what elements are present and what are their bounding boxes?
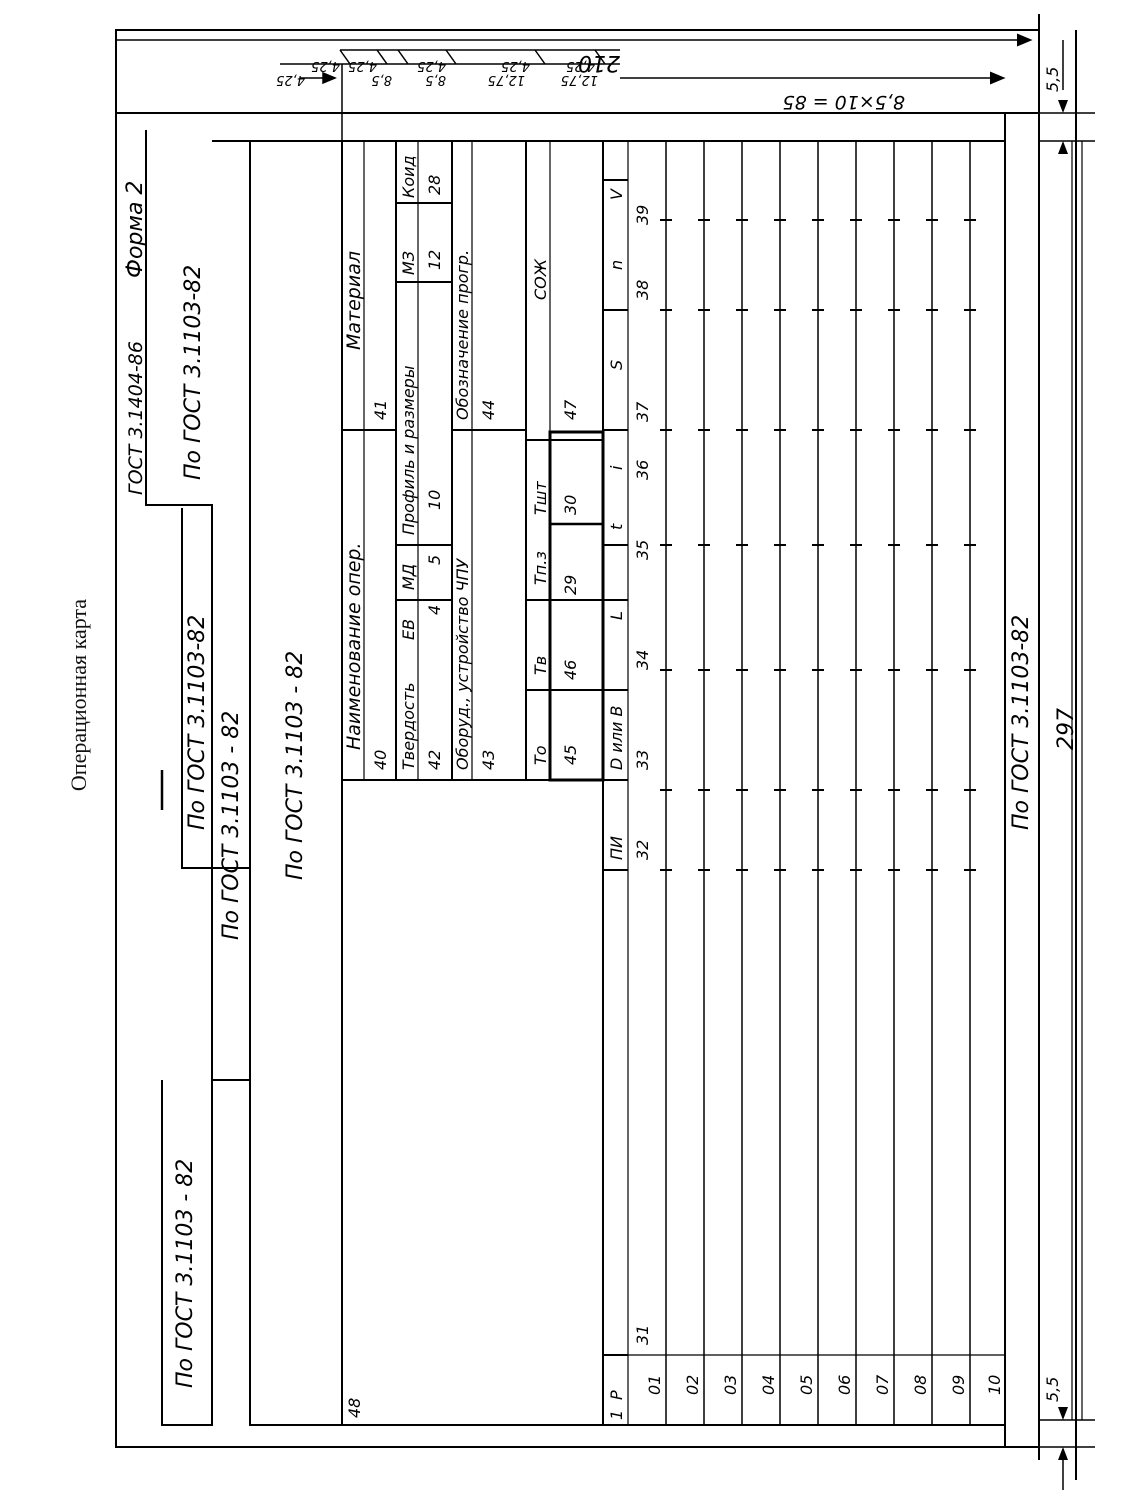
column-width-band bbox=[280, 49, 620, 1420]
table-header-t: t bbox=[607, 523, 626, 530]
label-profile: Профиль и размеры bbox=[399, 366, 418, 535]
col-width-6: 4,25 bbox=[276, 72, 305, 87]
label-tpz: Тп.з bbox=[531, 551, 550, 585]
code-40: 40 bbox=[371, 750, 390, 770]
label-koid: Коид bbox=[399, 155, 418, 198]
col-width-2: 4,25 bbox=[348, 58, 377, 73]
code-45: 45 bbox=[561, 745, 580, 765]
label-op-name: Наименование опер. bbox=[343, 542, 365, 750]
code-42: 42 bbox=[425, 750, 444, 770]
row-number-07: 07 bbox=[873, 1374, 892, 1395]
label-md: МД bbox=[399, 564, 418, 590]
code-5: 5 bbox=[425, 555, 444, 565]
code-47: 47 bbox=[561, 399, 580, 420]
table-header-37: 37 bbox=[633, 401, 652, 422]
col-sub-2: 8,5 bbox=[425, 72, 446, 87]
table-header-33: 33 bbox=[633, 750, 652, 770]
table-header-n: n bbox=[607, 260, 626, 270]
row-number-03: 03 bbox=[721, 1375, 740, 1395]
code-10: 10 bbox=[425, 490, 444, 510]
col-sub-4: 12,75 bbox=[561, 72, 598, 87]
col-width-5: 4,25 bbox=[566, 58, 595, 73]
row-number-02: 02 bbox=[683, 1375, 702, 1395]
label-program: Обозначение прогр. bbox=[453, 250, 472, 420]
label-to: То bbox=[531, 745, 550, 765]
form-label: Форма 2 bbox=[123, 181, 148, 278]
table-header-31: 31 bbox=[633, 1325, 652, 1345]
ref-gost-tab-3: По ГОСТ 3.1103-82 bbox=[185, 615, 210, 830]
row-number-06: 06 bbox=[835, 1375, 854, 1395]
row-number-10: 10 bbox=[985, 1375, 1004, 1395]
table-header-38: 38 bbox=[633, 280, 652, 300]
label-sozh: СОЖ bbox=[531, 258, 550, 300]
standard-code: ГОСТ 3.1404-86 bbox=[125, 341, 147, 495]
code-30: 30 bbox=[561, 495, 580, 515]
ref-gost-main: По ГОСТ 3.1103 - 82 bbox=[283, 651, 308, 880]
table-header-d: D или В bbox=[607, 706, 626, 771]
ref-gost-tab-4: По ГОСТ 3.1103 - 82 bbox=[219, 711, 244, 940]
code-46: 46 bbox=[561, 660, 580, 680]
table-header-34: 34 bbox=[633, 650, 652, 670]
dim-margin-top: 5,5 bbox=[1043, 67, 1062, 92]
code-29: 29 bbox=[561, 575, 580, 595]
col-sub-1: 8,5 bbox=[371, 72, 392, 87]
label-hardness: Твердость bbox=[399, 682, 418, 770]
code-43: 43 bbox=[479, 750, 498, 770]
label-tv: Тв bbox=[531, 656, 550, 675]
row-number-08: 08 bbox=[911, 1375, 930, 1395]
dim-margin-bottom: 5,5 bbox=[1043, 1377, 1062, 1402]
row-number-09: 09 bbox=[949, 1375, 968, 1395]
code-41: 41 bbox=[371, 400, 390, 420]
main-grid bbox=[249, 140, 1006, 1426]
table-header-v: V bbox=[607, 188, 626, 200]
row-lines bbox=[665, 141, 971, 1425]
row-number-05: 05 bbox=[797, 1375, 816, 1395]
dim-height: 297 bbox=[1054, 708, 1079, 750]
table-header-i: i bbox=[607, 465, 626, 470]
col-sub-3: 12,75 bbox=[488, 72, 525, 87]
table-header-32: 32 bbox=[633, 840, 652, 860]
table-header-num: 1 bbox=[607, 1410, 626, 1420]
table-header-l: L bbox=[607, 611, 626, 620]
ref-gost-tab-2: По ГОСТ 3.1103 - 82 bbox=[173, 1159, 198, 1388]
row-ticks bbox=[660, 219, 976, 871]
label-tsht: Тшт bbox=[531, 481, 550, 515]
row-number-04: 04 bbox=[759, 1375, 778, 1395]
ref-gost-bottom: По ГОСТ 3.1103-82 bbox=[1009, 615, 1034, 830]
col-width-4: 4,25 bbox=[501, 58, 530, 73]
label-mz: МЗ bbox=[399, 251, 418, 275]
label-material: Материал bbox=[343, 251, 365, 350]
code-48: 48 bbox=[345, 1398, 364, 1418]
label-equipment: Оборуд., устройство ЧПУ bbox=[453, 557, 472, 770]
ref-gost-tab-1: По ГОСТ 3.1103-82 bbox=[181, 265, 206, 480]
table-header-39: 39 bbox=[633, 205, 652, 225]
dim-rows: 8,5×10 = 85 bbox=[783, 91, 906, 113]
code-12: 12 bbox=[425, 250, 444, 270]
row-number-01: 01 bbox=[645, 1375, 664, 1395]
dim-width: 210 bbox=[578, 50, 620, 75]
table-header-p: Р bbox=[607, 1390, 626, 1400]
code-4: 4 bbox=[425, 605, 444, 615]
outer-frame bbox=[115, 14, 1095, 1490]
code-44: 44 bbox=[479, 400, 498, 420]
table-header-s: S bbox=[607, 360, 626, 370]
table-header-35: 35 bbox=[633, 540, 652, 560]
table-header-pi: ПИ bbox=[607, 836, 626, 860]
code-28: 28 bbox=[425, 175, 444, 195]
col-width-3: 4,25 bbox=[417, 58, 446, 73]
table-header-36: 36 bbox=[633, 460, 652, 480]
col-width-1: 4,25 bbox=[311, 58, 340, 73]
label-ev: ЕВ bbox=[399, 619, 418, 640]
